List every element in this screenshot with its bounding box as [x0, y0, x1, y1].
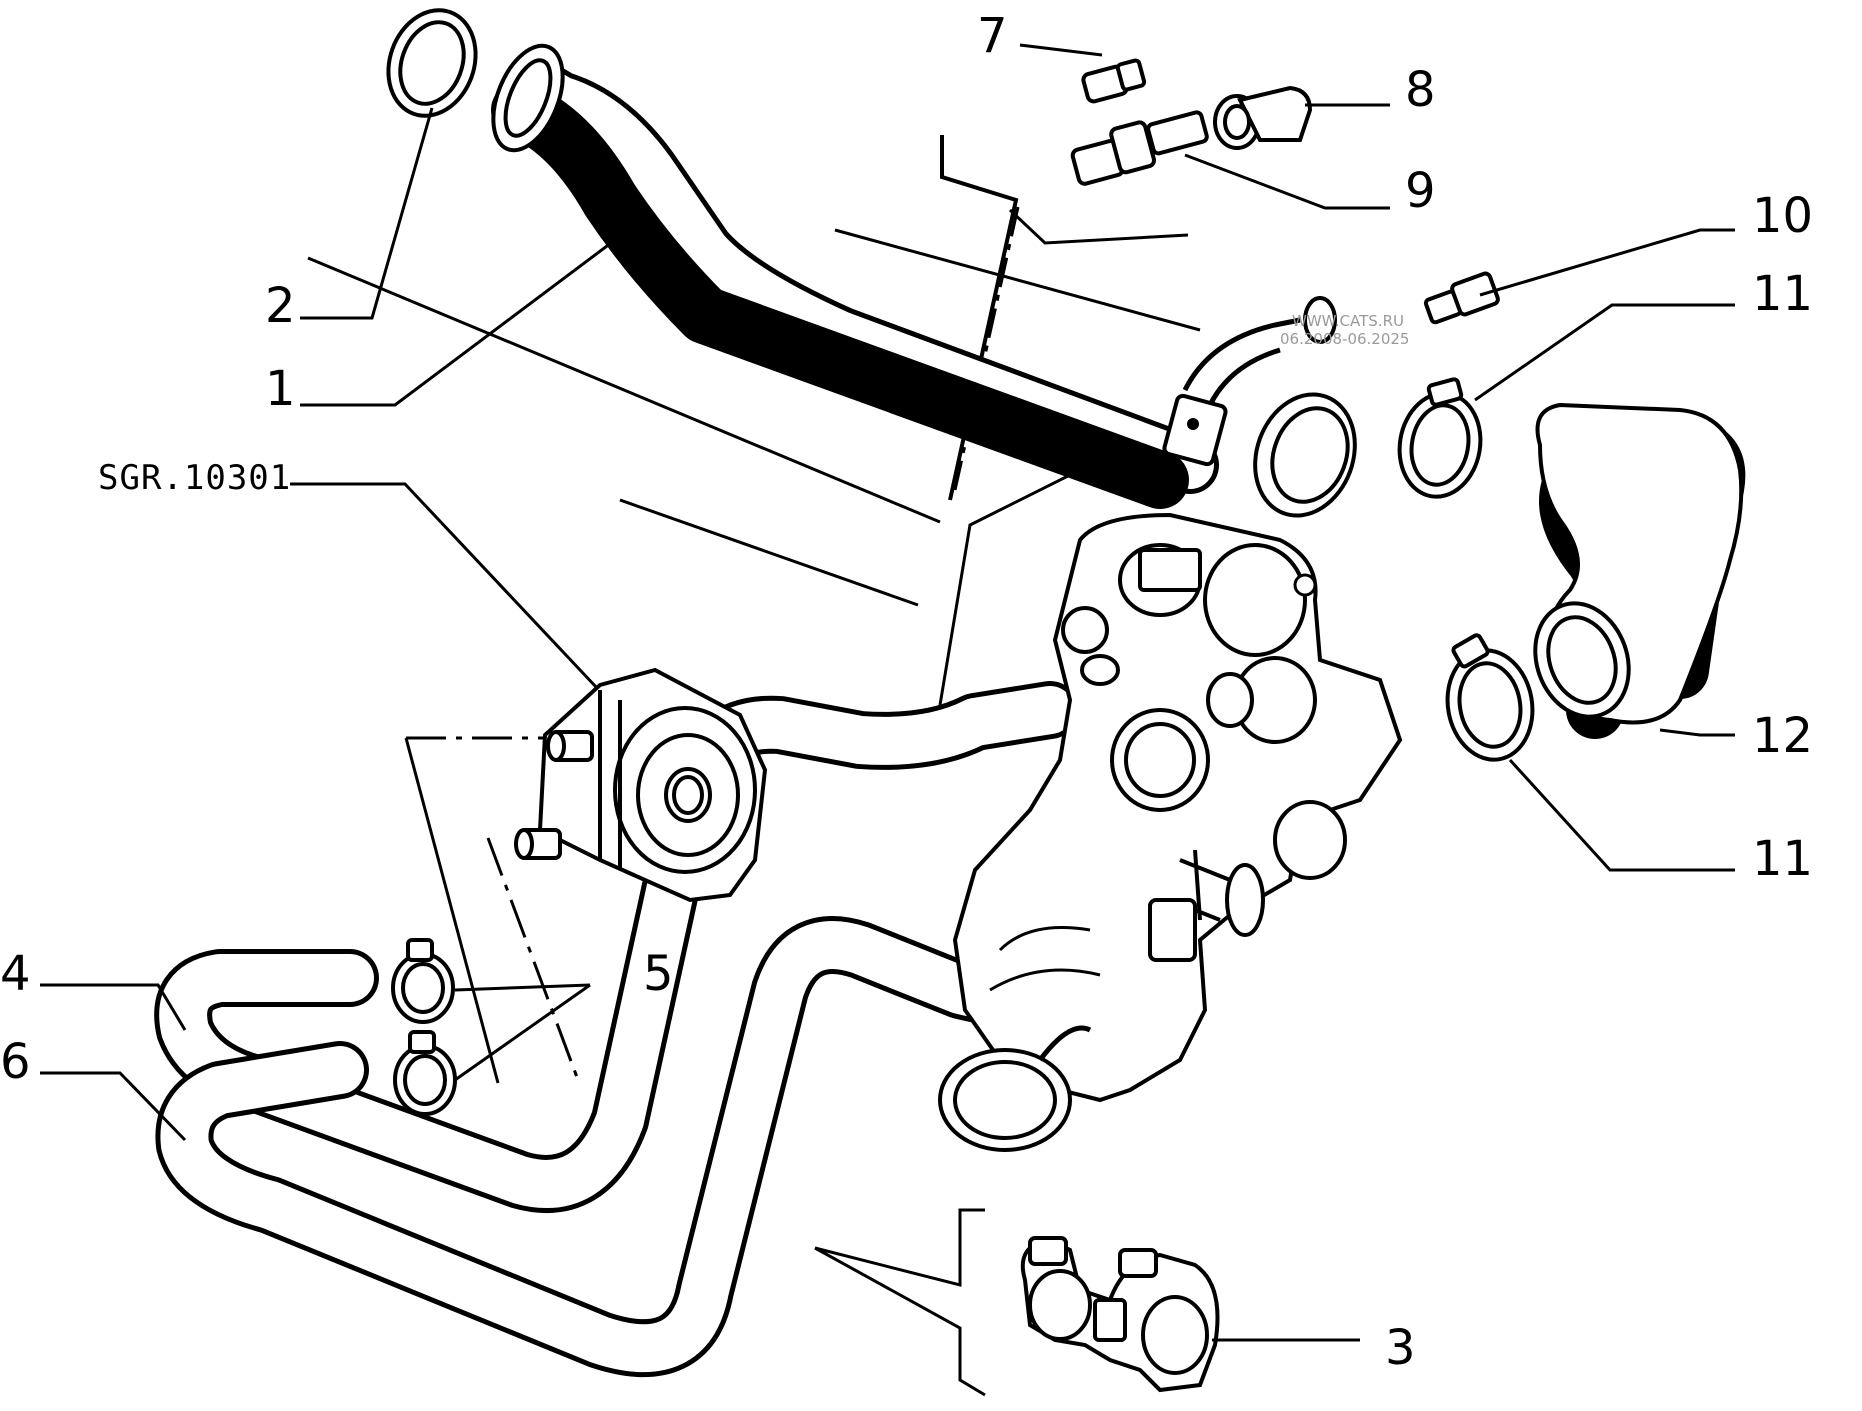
label-11-lower: 11: [1752, 831, 1813, 887]
guide-lines: [307, 135, 1201, 1397]
label-6: 6: [0, 1034, 31, 1090]
label-2: 2: [265, 278, 296, 334]
hose-clamp: [1397, 377, 1483, 499]
label-5: 5: [643, 946, 674, 1002]
hose-connector: [1213, 85, 1313, 150]
label-8: 8: [1405, 62, 1436, 118]
twin-hose-clip: [1020, 1236, 1220, 1393]
label-7: 7: [977, 8, 1008, 64]
upper-coolant-hose: [491, 43, 1357, 518]
temperature-sensor: [1070, 110, 1209, 186]
watermark: WWW.CATS.RU 06.2008-06.2025: [1280, 312, 1409, 348]
leader-lines: [40, 43, 1735, 1342]
label-10: 10: [1752, 188, 1813, 244]
bleed-screw: [1081, 58, 1147, 104]
label-sgr-10301: SGR.10301: [98, 458, 291, 498]
watermark-dates: 06.2008-06.2025: [1280, 330, 1409, 348]
hose-clamp: [393, 1030, 457, 1116]
label-1: 1: [265, 361, 296, 417]
oil-cooler: [514, 667, 768, 903]
part-labels: 2 1 SGR.10301 4 6 5 3 7 8 9 10 11 12 11: [0, 8, 1813, 1376]
bolt-icon: [1423, 271, 1500, 325]
watermark-site: WWW.CATS.RU: [1292, 312, 1404, 330]
label-11-upper: 11: [1752, 266, 1813, 322]
sealing-ring: [386, 8, 478, 118]
bolt-icon: [514, 828, 562, 860]
label-9: 9: [1405, 163, 1436, 219]
hose-12: [1533, 402, 1746, 739]
hose-clamp: [1445, 633, 1535, 762]
bolt-icon: [546, 730, 594, 762]
hose-clamp: [391, 938, 455, 1024]
label-4: 4: [0, 946, 31, 1002]
label-12: 12: [1752, 708, 1813, 764]
label-3: 3: [1385, 1320, 1416, 1376]
thermostat-housing: [938, 512, 1403, 1152]
